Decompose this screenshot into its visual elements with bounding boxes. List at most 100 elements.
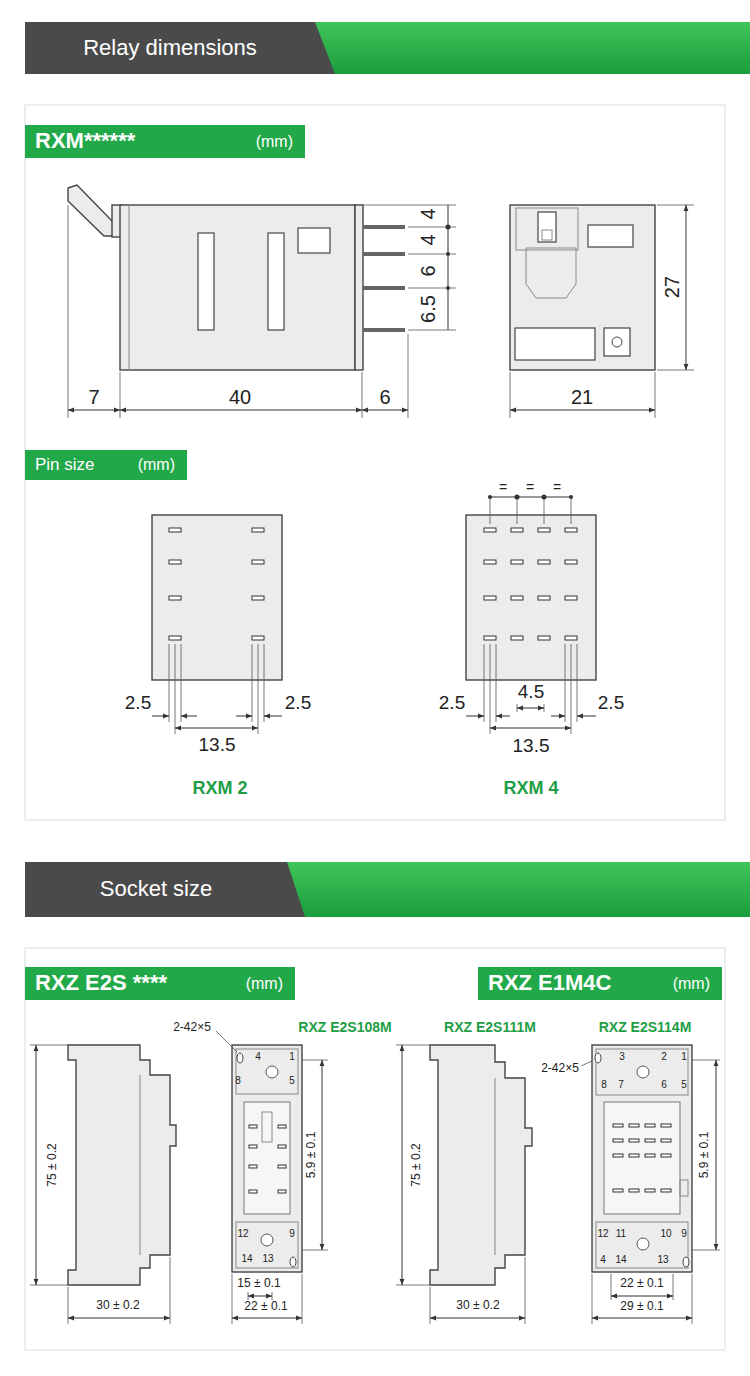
green-band <box>25 22 750 917</box>
pin-layout-view <box>252 596 264 600</box>
relay-side-view <box>363 225 405 229</box>
relay-front-view <box>516 208 578 250</box>
pin-layout-view <box>484 528 577 640</box>
dimension-line <box>120 372 121 418</box>
terminal-number: 14 <box>614 1255 627 1265</box>
dimension-line <box>396 1045 525 1324</box>
pin-layout-view <box>484 528 496 532</box>
dimension-line <box>68 205 456 418</box>
relay-side-view <box>268 233 284 330</box>
dimension-line <box>466 716 484 717</box>
pin-layout-view <box>538 528 550 532</box>
pin-layout-view <box>152 515 282 680</box>
dimension-value: 2.5 <box>438 693 466 712</box>
socket-top-view <box>629 1154 639 1157</box>
socket-side-view <box>430 1045 532 1285</box>
unit-note: (mm) <box>246 975 283 993</box>
terminal-number: 10 <box>659 1229 672 1239</box>
socket-top-view <box>290 1257 296 1267</box>
socket-top-view <box>249 1190 257 1193</box>
socket-top-view <box>661 1124 671 1127</box>
dimension-line <box>592 1060 720 1324</box>
pin-layout-view <box>152 515 282 680</box>
dimension-line <box>302 1060 328 1061</box>
panel-frame <box>25 948 725 1350</box>
dimension-line <box>655 372 656 418</box>
pin-layout-view <box>252 528 264 532</box>
section-banner: Socket size <box>25 862 305 917</box>
relay-side-view <box>120 205 355 370</box>
terminal-number: 2 <box>660 1052 668 1062</box>
pin-layout-view <box>484 560 496 564</box>
socket-top-view <box>232 1045 302 1272</box>
socket-top-view <box>261 1234 273 1246</box>
pin-layout-view <box>511 560 523 564</box>
model-name: RXM 2 <box>191 779 248 797</box>
model-name: RXZ E2S114M <box>598 1020 693 1034</box>
socket-top-view <box>613 1154 623 1157</box>
dimension-line <box>446 225 451 230</box>
socket-top-view <box>629 1124 639 1127</box>
dimension-value: 5.9 ± 0.1 <box>305 1131 317 1180</box>
dimension-line <box>510 205 694 418</box>
socket-top-view <box>592 1045 692 1272</box>
dimension-line <box>592 1274 593 1324</box>
banner-heading: Socket size <box>100 877 213 901</box>
banner-shape <box>25 862 305 917</box>
dimension-value: 4 <box>418 233 438 246</box>
pin-layout-view <box>169 560 181 564</box>
pin-layout-view <box>565 636 577 640</box>
dimension-line <box>396 1045 430 1046</box>
dimension-value: 4 <box>418 207 438 220</box>
dimension-line <box>68 205 69 418</box>
dimension-line <box>362 372 363 418</box>
socket-side-view <box>140 1075 141 1255</box>
relay-side-view <box>68 185 405 370</box>
terminal-number: 13 <box>261 1254 274 1264</box>
relay-front-view <box>588 225 633 247</box>
socket-top-view <box>232 1045 302 1272</box>
dimension-line <box>181 644 182 722</box>
socket-top-view <box>629 1139 639 1142</box>
dimension-line <box>542 495 547 500</box>
dimension-line <box>446 286 450 290</box>
socket-top-view <box>661 1139 671 1142</box>
dimension-value: 4.5 <box>517 682 545 701</box>
dimension-line <box>302 1250 328 1251</box>
socket-top-view <box>249 1125 257 1128</box>
terminal-number: 12 <box>596 1229 609 1239</box>
relay-side-view <box>363 286 405 290</box>
dimension-line <box>496 644 497 722</box>
tab-heading: RXZ E2S **** <box>35 971 167 995</box>
relay-front-view <box>510 205 655 370</box>
socket-top-view <box>278 1145 286 1148</box>
tab-heading: Pin size <box>35 456 95 475</box>
dimension-line <box>120 410 362 411</box>
dimension-value: 22 ± 0.1 <box>619 1277 664 1289</box>
dimension-value: 2.5 <box>284 693 312 712</box>
pin-layout-view <box>538 596 550 600</box>
banner-heading: Relay dimensions <box>83 36 257 60</box>
pin-layout-view <box>565 560 577 564</box>
dimension-line <box>490 497 571 498</box>
terminal-number: 1 <box>680 1052 688 1062</box>
dimension-value: 6 <box>418 264 438 277</box>
terminal-number: 13 <box>656 1255 669 1265</box>
socket-top-view <box>645 1139 655 1142</box>
dimension-line <box>152 716 169 717</box>
dimension-value: 2.5 <box>124 693 152 712</box>
socket-top-view <box>237 1053 243 1063</box>
pin-layout-view <box>169 528 181 532</box>
section-banner: Relay dimensions <box>25 22 335 74</box>
dimension-line <box>496 716 510 717</box>
relay-front-view <box>612 337 622 347</box>
dimension-line <box>232 1318 302 1319</box>
unit-note: (mm) <box>138 456 175 474</box>
socket-top-view <box>278 1165 286 1168</box>
socket-side-view <box>68 1045 176 1285</box>
terminal-number: 9 <box>680 1229 688 1239</box>
terminal-number: 4 <box>254 1052 262 1062</box>
